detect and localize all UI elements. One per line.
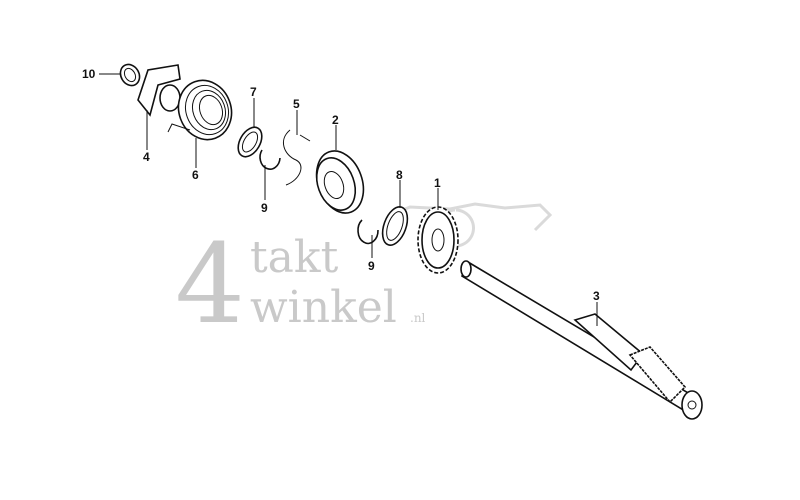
watermark-suffix: .nl: [410, 311, 426, 325]
callout-6: 6: [192, 168, 199, 182]
part-10-circlip: [119, 63, 141, 87]
callout-5: 5: [293, 97, 300, 111]
callout-1: 1: [434, 176, 441, 190]
part-9-circlip-upper: [259, 149, 281, 170]
watermark-number: 4: [175, 220, 245, 348]
callout-4: 4: [143, 150, 150, 164]
watermark-line2: winkel: [250, 282, 397, 333]
part-7-washer: [237, 126, 263, 158]
part-3-kickstarter-spindle: [460, 260, 703, 420]
callout-3: 3: [593, 289, 600, 303]
part-1-kick-gear: [417, 206, 459, 274]
watermark-line1: takt: [250, 232, 339, 283]
callout-7: 7: [250, 85, 257, 99]
part-4-stopper-plate: [137, 64, 181, 117]
part-2-ratchet: [315, 150, 365, 214]
part-8-washer: [381, 206, 409, 246]
callout-10: 10: [82, 67, 96, 81]
callout-2: 2: [332, 113, 339, 127]
callout-9-lower: 9: [368, 259, 375, 273]
callout-9-upper: 9: [261, 201, 268, 215]
watermark-logo: 4 takt winkel .nl: [175, 202, 553, 348]
part-6-kick-spring: [167, 79, 233, 141]
part-5-ratchet-spring: [282, 129, 311, 186]
part-9-circlip-lower: [357, 219, 379, 245]
callout-8: 8: [396, 168, 403, 182]
